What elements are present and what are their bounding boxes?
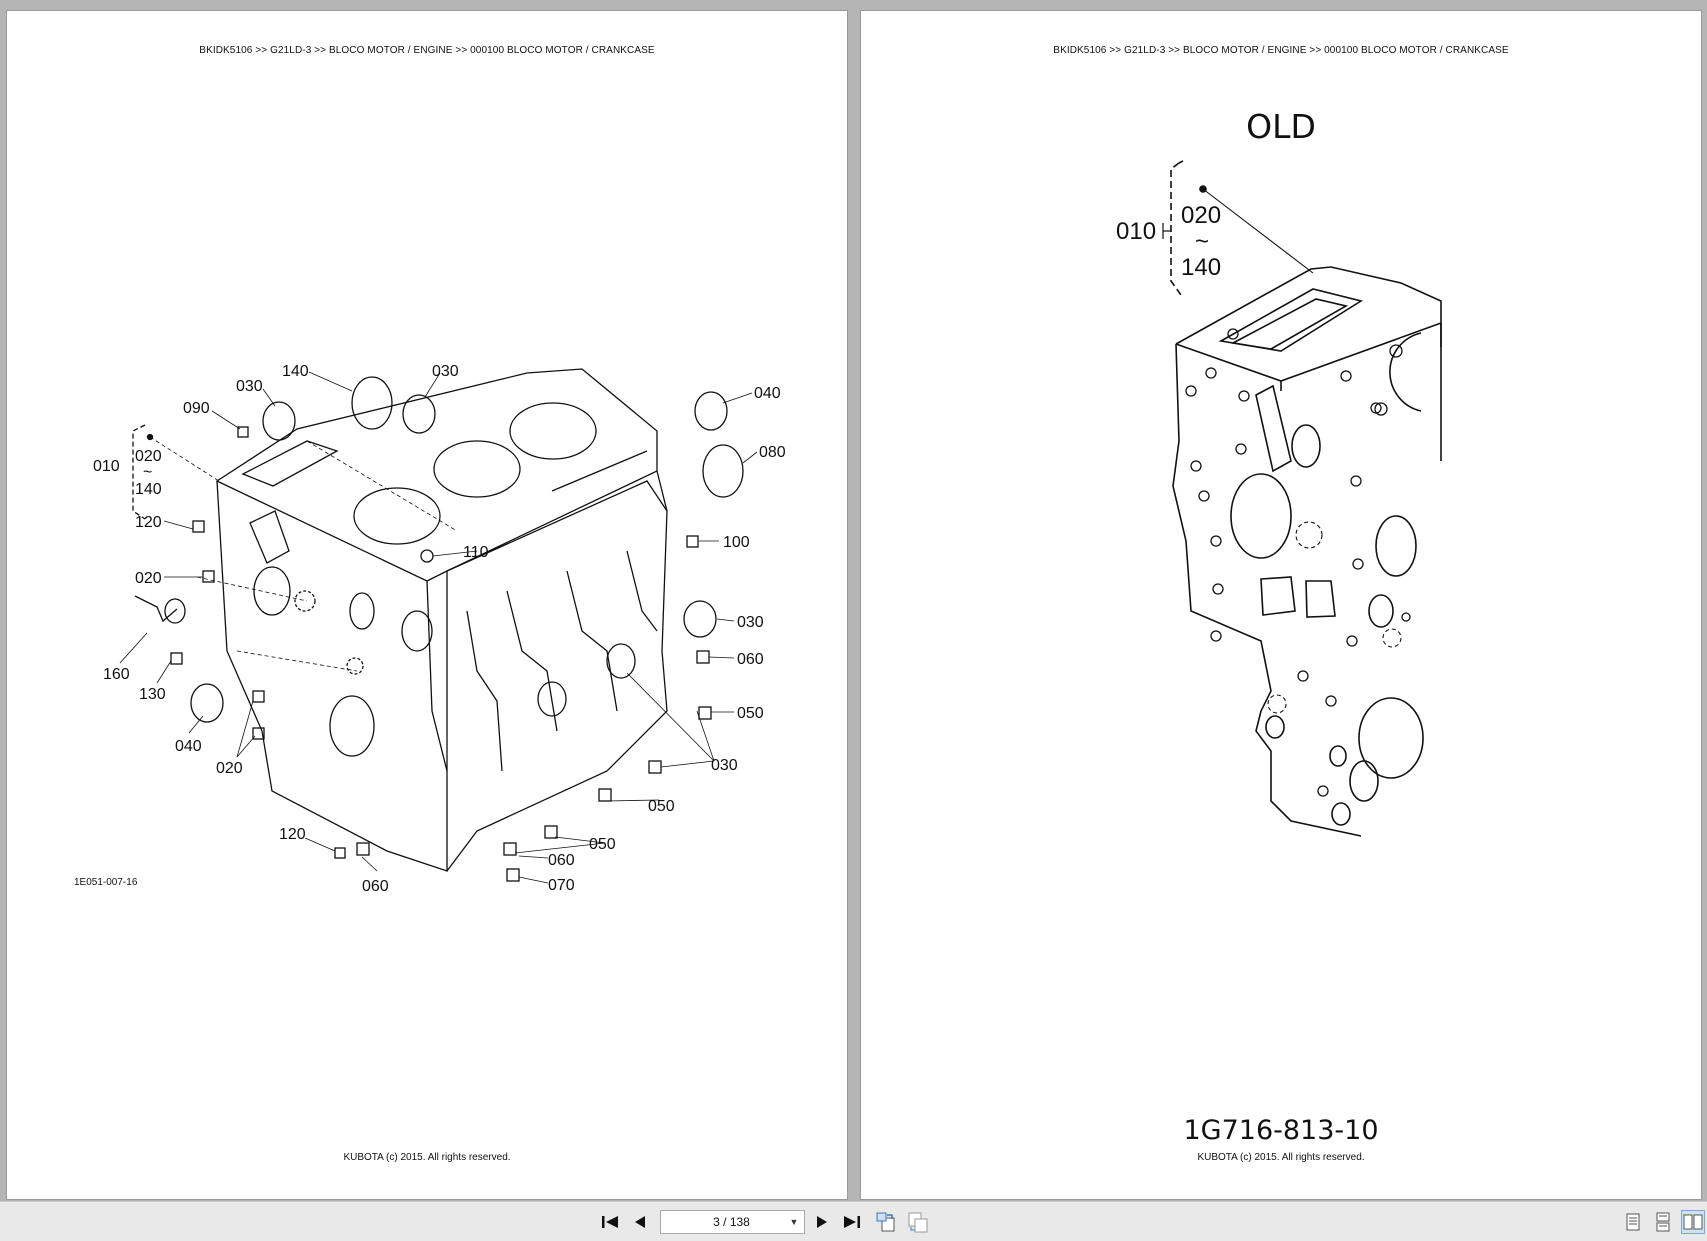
callout-label: 030 (432, 363, 459, 380)
callout-label: 030 (236, 378, 263, 395)
page-footer: KUBOTA (c) 2015. All rights reserved. (1197, 1152, 1365, 1163)
callout-label: 010 (1116, 218, 1156, 245)
continuous-view-icon[interactable] (1651, 1210, 1675, 1234)
page-number-select[interactable]: 3 / 138 ▼ (660, 1210, 805, 1234)
callout-label: 110 (463, 544, 489, 561)
viewer-toolbar: 3 / 138 ▼ (0, 1201, 1707, 1241)
first-page-icon[interactable] (598, 1210, 622, 1234)
document-page-right: BKIDK5106 >> G21LD-3 >> BLOCO MOTOR / EN… (860, 10, 1702, 1200)
facing-pages-icon[interactable] (906, 1210, 930, 1234)
callout-label: 050 (589, 836, 616, 853)
rotate-icon[interactable] (874, 1210, 898, 1234)
callout-label: 130 (139, 686, 166, 703)
page-header: BKIDK5106 >> G21LD-3 >> BLOCO MOTOR / EN… (199, 45, 655, 56)
page-footer: KUBOTA (c) 2015. All rights reserved. (343, 1152, 511, 1163)
page-header: BKIDK5106 >> G21LD-3 >> BLOCO MOTOR / EN… (1053, 45, 1509, 56)
callout-label: 050 (648, 798, 675, 815)
callout-label: 020 (1181, 202, 1221, 229)
callout-label: 060 (362, 878, 389, 895)
callout-label: 140 (282, 363, 309, 380)
callout-label: 050 (737, 705, 764, 722)
page-indicator: 3 / 138 (713, 1215, 750, 1229)
callout-label: 070 (548, 877, 575, 894)
callout-label: 060 (548, 852, 575, 869)
detail-drawing: 010 020 ~ 140 (1116, 160, 1442, 837)
two-page-view-icon[interactable] (1681, 1210, 1705, 1234)
callout-label: 100 (723, 534, 750, 551)
callout-label: 120 (135, 514, 162, 531)
callout-label: 020 (135, 570, 162, 587)
callout-label: 090 (183, 400, 210, 417)
callout-label: 040 (754, 385, 781, 402)
document-page-left: BKIDK5106 >> G21LD-3 >> BLOCO MOTOR / EN… (6, 10, 848, 1200)
old-label: OLD (1246, 107, 1316, 146)
part-number: 1G716-813-10 (1183, 1115, 1379, 1146)
figure-id: 1E051-007-16 (74, 877, 138, 888)
callout-label: 030 (711, 757, 738, 774)
callout-label: 120 (279, 826, 306, 843)
callout-label: 140 (1181, 254, 1221, 281)
exploded-view-drawing: 140 030 030 090 010 020 ~ 140 120 020 16… (93, 363, 786, 895)
callout-label: 030 (737, 614, 764, 631)
callout-label: 020 (216, 760, 243, 777)
callout-label: 060 (737, 651, 764, 668)
callout-label: 080 (759, 444, 786, 461)
next-page-icon[interactable] (810, 1210, 834, 1234)
prev-page-icon[interactable] (628, 1210, 652, 1234)
callout-label: 160 (103, 666, 130, 683)
callout-label: 010 (93, 458, 120, 475)
chevron-down-icon: ▼ (789, 1217, 799, 1227)
single-page-view-icon[interactable] (1621, 1210, 1645, 1234)
callout-label: ~ (143, 464, 152, 481)
callout-label: 140 (135, 481, 162, 498)
callout-label: ~ (1195, 228, 1209, 255)
callout-label: 040 (175, 738, 202, 755)
callout-label: 020 (135, 448, 162, 465)
last-page-icon[interactable] (840, 1210, 864, 1234)
